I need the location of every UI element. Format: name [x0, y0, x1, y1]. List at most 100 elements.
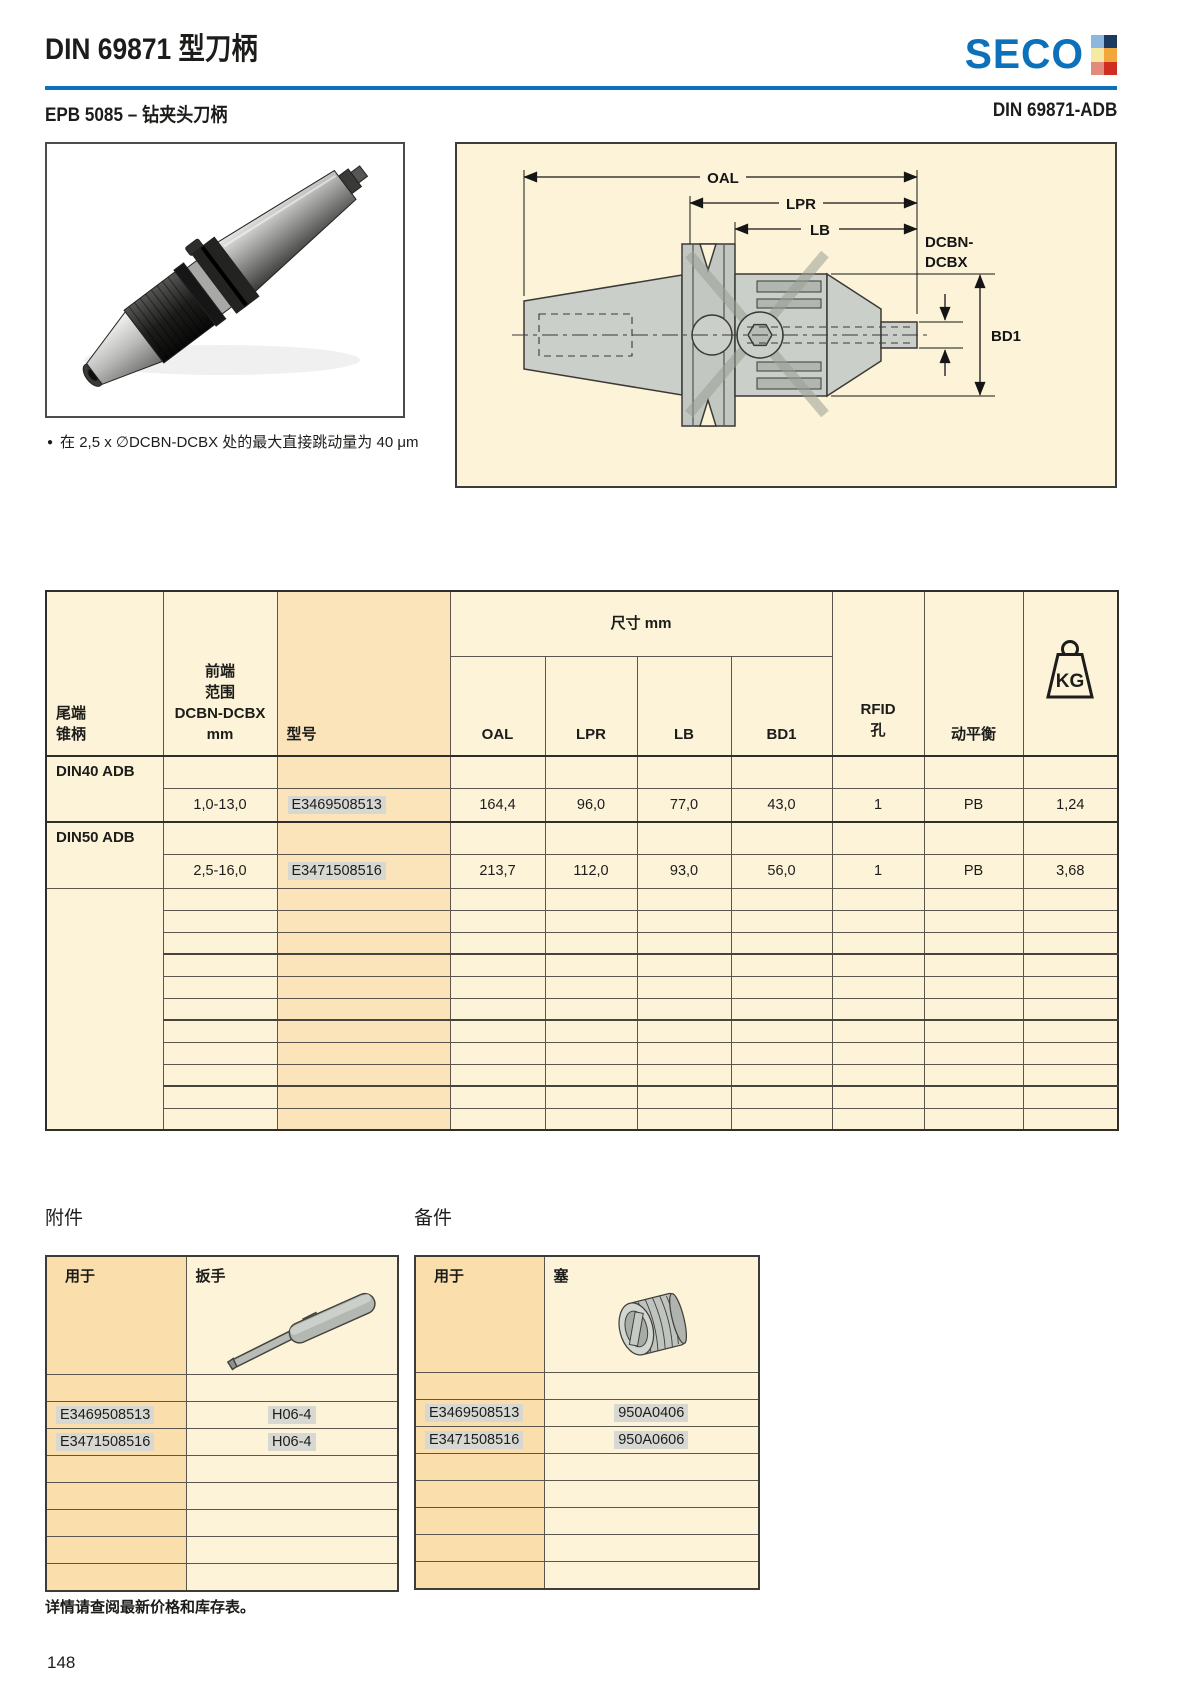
logo-color-square: [1091, 61, 1104, 75]
empty-row: [46, 1107, 1119, 1131]
spares-for-label: 用于: [434, 1268, 465, 1285]
empty-row: [45, 1509, 399, 1537]
code-badge: 950A0606: [614, 1431, 689, 1449]
empty-row: [414, 1507, 760, 1535]
dimension-label-dcbn-line2: DCBX: [925, 254, 968, 271]
empty-row: [414, 1453, 760, 1481]
empty-row: [45, 887, 1119, 1131]
kg-weight-icon: KG: [1046, 639, 1095, 698]
header-lb: LB: [636, 655, 732, 757]
header-rfid-hole: RFID 孔: [831, 590, 925, 757]
spares-table: 用于 塞: [414, 1255, 760, 1590]
logo-color-square: [1104, 35, 1117, 49]
empty-row: [46, 1019, 1119, 1043]
header-bd1: BD1: [730, 655, 833, 757]
empty-row: [46, 1063, 1119, 1087]
empty-row: [46, 931, 1119, 955]
page-title: DIN 69871 型刀柄: [45, 33, 258, 66]
empty-row: [45, 1482, 399, 1510]
code-badge: E3471508516: [425, 1431, 524, 1449]
empty-row: [45, 1455, 399, 1483]
dimension-label-lb: LB: [810, 222, 830, 239]
header-oal: OAL: [449, 655, 546, 757]
code-badge: E3471508516: [287, 862, 386, 880]
series-subtitle: EPB 5085 – 钻夹头刀柄: [45, 105, 228, 126]
logo-color-square: [1104, 48, 1117, 62]
spares-heading: 备件: [414, 1208, 453, 1229]
code-badge: E3469508513: [425, 1404, 524, 1422]
part-row: E3471508516 H06-4: [45, 1428, 399, 1456]
drill-chuck-photo-image: [82, 165, 369, 387]
empty-row: [414, 1534, 760, 1562]
header-dimensions-group: 尺寸 mm: [449, 590, 833, 657]
technical-drawing: OAL LPR LB DCBN- DCBX BD1: [455, 142, 1117, 488]
header-tail-taper: 尾端 锥柄: [45, 590, 164, 757]
code-badge: E3471508516: [56, 1433, 155, 1451]
page-number: 148: [47, 1653, 76, 1672]
code-badge: H06-4: [268, 1433, 316, 1451]
dimension-label-dcbn-line1: DCBN-: [925, 234, 973, 251]
model-code-cell: E3469508513: [276, 787, 451, 823]
group-label: DIN50 ADB: [45, 821, 164, 889]
part-row: E3469508513 H06-4: [45, 1401, 399, 1429]
main-product-table: 尾端 锥柄 前端 范围 DCBN-DCBX mm 型号 尺寸 mm RFID 孔…: [45, 590, 1120, 1131]
code-badge: H06-4: [268, 1406, 316, 1424]
header-dynamic-balance: 动平衡: [923, 590, 1024, 757]
runout-note: ● 在 2,5 x ∅DCBN-DCBX 处的最大直接跳动量为 40 μm: [47, 431, 418, 452]
header-weight: KG: [1022, 590, 1119, 757]
hex-wrench-image: [226, 1292, 376, 1371]
header-model-number: 型号: [276, 590, 451, 757]
empty-row: [414, 1480, 760, 1508]
seco-logo-color-grid-icon: [1091, 35, 1117, 75]
part-row: E3469508513 950A0406: [414, 1399, 760, 1427]
empty-row: [46, 1041, 1119, 1065]
dimension-label-oal: OAL: [707, 170, 739, 187]
dimension-drawing-image: OAL LPR LB DCBN- DCBX BD1: [512, 168, 1021, 427]
empty-row: [45, 1374, 399, 1402]
bullet-icon: ●: [47, 437, 54, 448]
accessories-table: 用于 扳手: [45, 1255, 399, 1592]
seco-logo: SECO: [961, 30, 1117, 77]
runout-note-text: 在 2,5 x ∅DCBN-DCBX 处的最大直接跳动量为 40 μm: [60, 434, 419, 451]
dimension-label-bd1: BD1: [991, 328, 1021, 345]
empty-row: [46, 997, 1119, 1021]
empty-row: [45, 1536, 399, 1564]
code-badge: E3469508513: [56, 1406, 155, 1424]
accessories-item-label: 扳手: [195, 1268, 226, 1285]
footer-note: 详情请查阅最新价格和库存表。: [45, 1599, 256, 1616]
group-header-row: DIN40 ADB: [45, 755, 1119, 823]
standard-code: DIN 69871-ADB: [992, 100, 1117, 121]
accessories-for-label: 用于: [65, 1268, 96, 1285]
empty-row: [46, 953, 1119, 977]
part-row: E3471508516 950A0606: [414, 1426, 760, 1454]
empty-row: [46, 1085, 1119, 1109]
spares-header-row: 用于 塞: [414, 1255, 760, 1373]
dimension-label-lpr: LPR: [786, 196, 816, 213]
code-badge: 950A0406: [614, 1404, 689, 1422]
code-badge: E3469508513: [287, 795, 386, 814]
logo-color-square: [1091, 48, 1104, 62]
empty-row: [414, 1372, 760, 1400]
model-code-cell: E3471508516: [276, 853, 451, 889]
seco-logo-text: SECO: [964, 30, 1084, 77]
header-front-range: 前端 范围 DCBN-DCBX mm: [162, 590, 278, 757]
empty-row: [414, 1561, 760, 1589]
group-header-row: DIN50 ADB: [45, 821, 1119, 889]
empty-row: [46, 909, 1119, 933]
header-lpr: LPR: [544, 655, 638, 757]
product-photo: [45, 142, 405, 418]
spares-item-label: 塞: [553, 1268, 569, 1285]
threaded-plug-image: [618, 1292, 688, 1356]
accessories-header-row: 用于 扳手: [45, 1255, 399, 1375]
logo-color-square: [1091, 35, 1104, 49]
svg-text:KG: KG: [1056, 671, 1085, 692]
logo-color-square: [1104, 61, 1117, 75]
group-label: DIN40 ADB: [45, 755, 164, 823]
accessories-heading: 附件: [45, 1208, 84, 1229]
